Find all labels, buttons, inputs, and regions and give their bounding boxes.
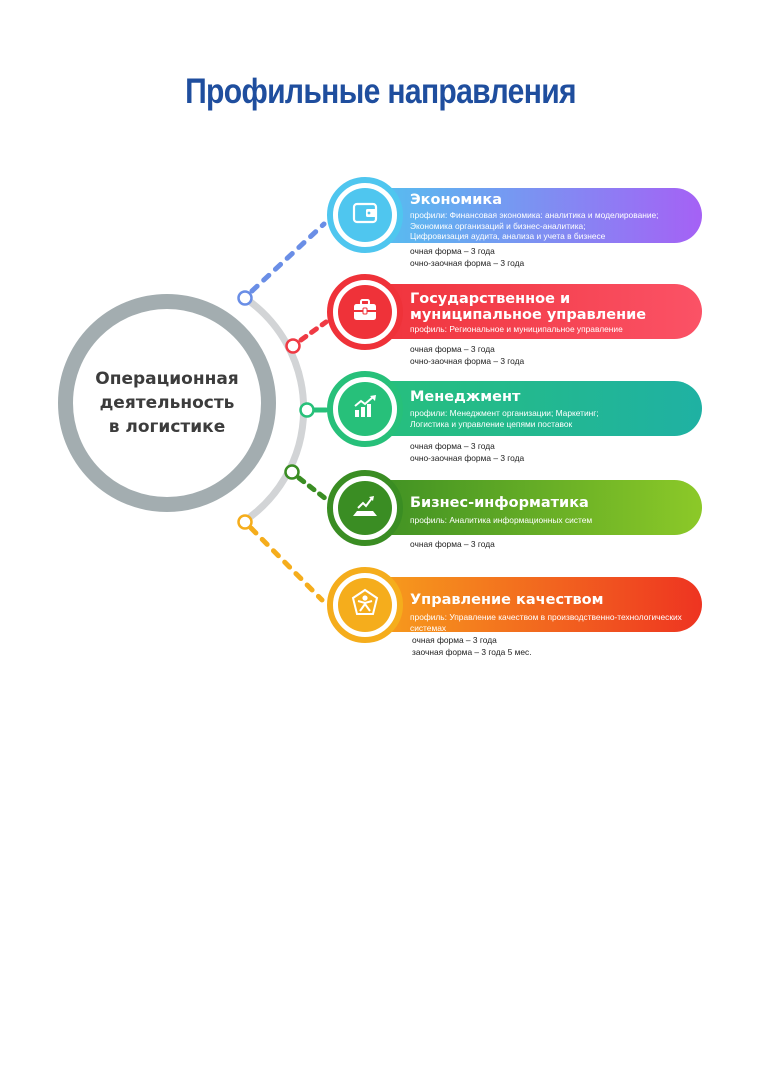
wallet-icon [350, 198, 380, 232]
gmu-profiles: профиль: Региональное и муниципальное уп… [410, 324, 623, 334]
economy-forms: очная форма – 3 года очно-заочная форма … [410, 245, 524, 269]
quality-profiles: профиль: Управление качеством в производ… [410, 612, 682, 633]
management-title: Менеджмент [410, 389, 521, 405]
economy-form-2: очно-заочная форма – 3 года [410, 258, 525, 268]
quality-badge [327, 567, 403, 643]
economy-title: Экономика [410, 192, 503, 208]
connector-quality [248, 525, 325, 603]
growth-chart-icon [350, 392, 380, 426]
node-quality [237, 514, 253, 530]
bi-forms: очная форма – 3 года [410, 538, 495, 550]
management-forms: очная форма – 3 года очно-заочная форма … [410, 440, 524, 464]
connector-bi [296, 475, 329, 502]
quality-bar [352, 577, 702, 632]
connector-economy [249, 221, 327, 294]
gmu-badge [327, 274, 403, 350]
management-bar [352, 381, 702, 436]
center-label: Операционная деятельность в логистике [95, 369, 239, 437]
management-form-2: очно-заочная форма – 3 года [410, 453, 525, 463]
gmu-form-1: очная форма – 3 года [410, 344, 495, 354]
bi-title: Бизнес-информатика [410, 495, 589, 511]
management-badge [327, 371, 403, 447]
gmu-bar [352, 284, 702, 339]
quality-forms: очная форма – 3 года заочная форма – 3 г… [412, 634, 532, 658]
center-circle: Операционная деятельность в логистике [58, 294, 276, 512]
economy-profiles: профили: Финансовая экономика: аналитика… [410, 210, 659, 241]
quality-person-icon [349, 587, 381, 623]
quality-title: Управление качеством [410, 592, 604, 608]
laptop-chart-icon [350, 491, 380, 525]
briefcase-icon [350, 295, 380, 329]
node-gmu [285, 338, 301, 354]
bi-badge [327, 470, 403, 546]
node-management [299, 402, 315, 418]
management-form-1: очная форма – 3 года [410, 441, 495, 451]
page-title: Профильные направления [185, 72, 576, 111]
gmu-title: Государственное и муниципальное управлен… [410, 291, 647, 323]
quality-form-1: очная форма – 3 года [412, 635, 497, 645]
node-economy [237, 290, 253, 306]
bi-profiles: профиль: Аналитика информационных систем [410, 515, 593, 525]
gmu-forms: очная форма – 3 года очно-заочная форма … [410, 343, 524, 367]
economy-bar [352, 188, 702, 243]
quality-form-2: заочная форма – 3 года 5 мес. [412, 647, 532, 657]
management-profiles: профили: Менеджмент организации; Маркети… [410, 408, 599, 429]
gmu-form-2: очно-заочная форма – 3 года [410, 356, 525, 366]
economy-badge [327, 177, 403, 253]
bi-form-1: очная форма – 3 года [410, 539, 495, 549]
node-bi [284, 464, 300, 480]
economy-form-1: очная форма – 3 года [410, 246, 495, 256]
bi-bar [352, 480, 702, 535]
connector-gmu [298, 319, 329, 343]
